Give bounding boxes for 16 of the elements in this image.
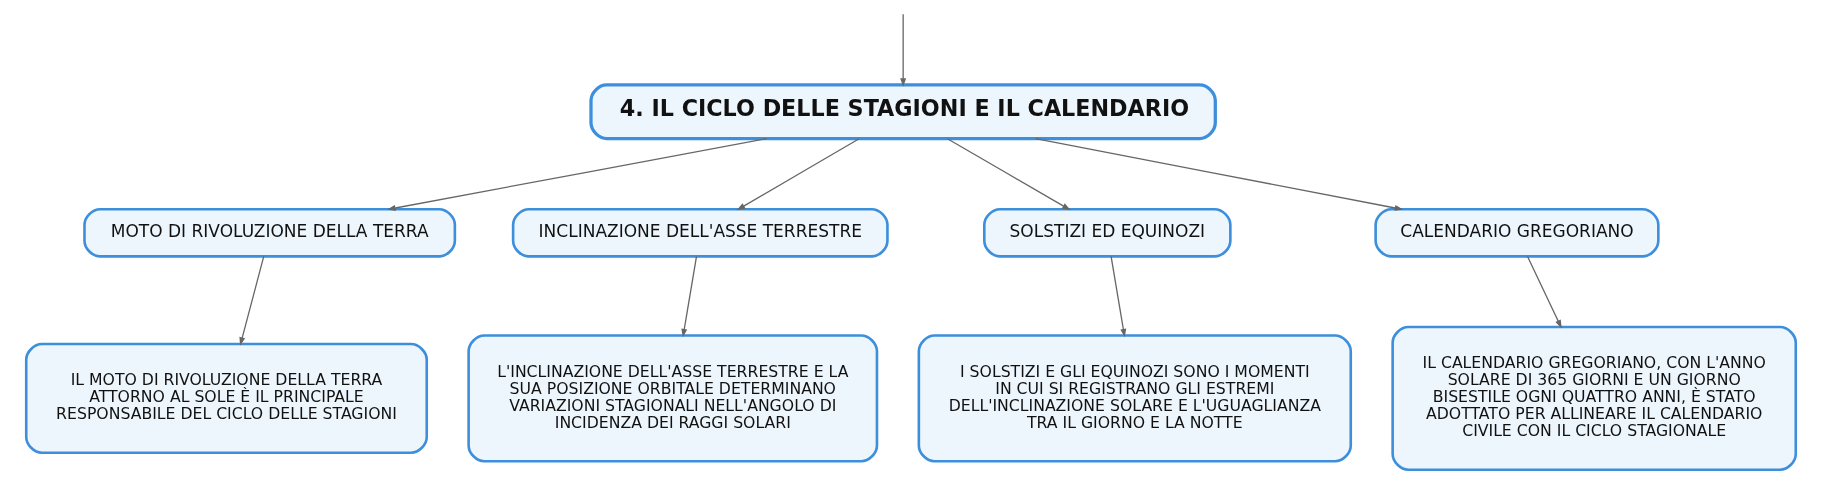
arrow xyxy=(1526,255,1562,329)
arrow xyxy=(680,255,697,338)
node-box: IL MOTO DI RIVOLUZIONE DELLA TERRA ATTORNO AL SOLE È IL PRINCIPALE RESPONSABILE DEL CICLO DELLE STAGIONI xyxy=(24,342,428,454)
arrow xyxy=(238,255,264,346)
arrow xyxy=(946,138,1071,211)
arrow xyxy=(736,138,860,211)
arrow xyxy=(386,137,767,211)
node-box: SOLSTIZI ED EQUINOZI xyxy=(982,207,1232,258)
arrow xyxy=(899,13,906,87)
node-box: L'INCLINAZIONE DELL'ASSE TERRESTRE E LA SUA POSIZIONE ORBITALE DETERMINANO VARIAZIONI STAGIONALI NELL'ANGOLO DI INCIDENZA DEI RAGGI SOLARI xyxy=(466,334,878,463)
node-box: INCLINAZIONE DELL'ASSE TERRESTRE xyxy=(511,207,889,258)
arrow xyxy=(1109,255,1126,338)
arrow xyxy=(1034,137,1403,211)
node-box: IL CALENDARIO GREGORIANO, CON L'ANNO SOLARE DI 365 GIORNI E UN GIORNO BISESTILE OGNI QUATTRO ANNI, È STATO ADOTTATO PER ALLINEARE IL CALENDARIO CIVILE CON IL CICLO STAGIONALE xyxy=(1390,325,1797,471)
node-box: 4. IL CICLO DELLE STAGIONI E IL CALENDARIO xyxy=(588,83,1217,141)
node-box: I SOLSTIZI E GLI EQUINOZI SONO I MOMENTI IN CUI SI REGISTRANO GLI ESTREMI DELL'INCLINAZIONE SOLARE E L'UGUAGLIANZA TRA IL GIORNO E LA NOTTE xyxy=(917,334,1352,463)
